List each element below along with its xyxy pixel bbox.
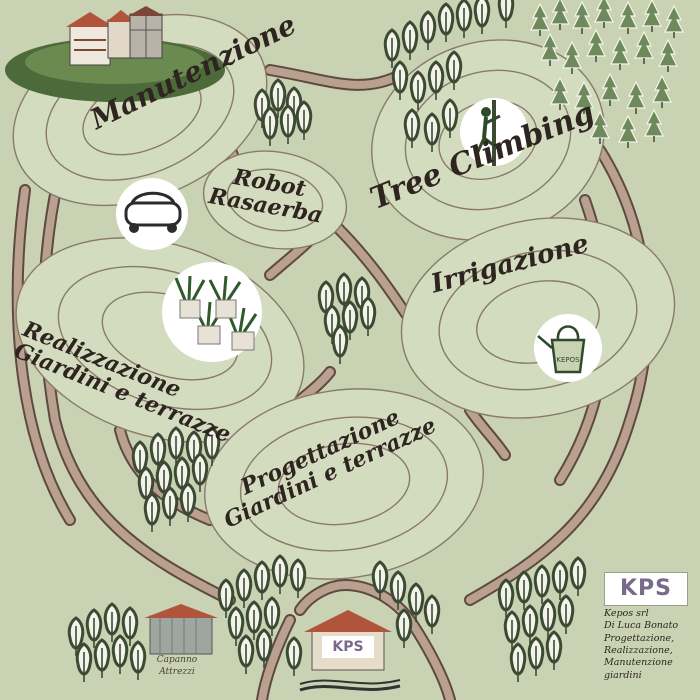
capanno-label-line: Attrezzi	[159, 666, 195, 677]
tool-shed-icon	[144, 604, 218, 655]
company-info: Kepos srl Di Luca Bonato Progettazione, …	[604, 608, 700, 682]
potted-plants-icon	[162, 262, 262, 362]
watering-can-icon: KEPOS	[534, 314, 602, 382]
company-info-line: Realizzazione,	[604, 645, 673, 657]
tree-cluster-middle	[317, 272, 377, 366]
company-info-line: Manutenzione	[604, 657, 673, 669]
oval-progettazione	[204, 388, 484, 580]
company-info-line: Progettazione,	[604, 632, 675, 644]
company-info-line: Kepos srl	[604, 608, 649, 619]
company-info-line: giardini	[604, 669, 642, 681]
tree-cluster-top-center	[253, 78, 313, 148]
capanno-label: Capanno Attrezzi	[142, 655, 212, 678]
tree-cluster-bottom-left	[67, 602, 147, 684]
house-icon	[5, 6, 225, 102]
company-logo[interactable]: KPS	[604, 572, 688, 606]
capanno-label-line: Capanno	[156, 655, 198, 665]
svg-text:KEPOS: KEPOS	[556, 356, 580, 364]
robot-mower-icon	[116, 178, 188, 250]
house-logo: KPS	[322, 636, 374, 658]
tree-climber-icon	[460, 98, 528, 166]
company-info-line: Di Luca Bonato	[604, 620, 679, 632]
oval-irrigazione	[400, 217, 676, 419]
oval-robot	[202, 150, 348, 250]
